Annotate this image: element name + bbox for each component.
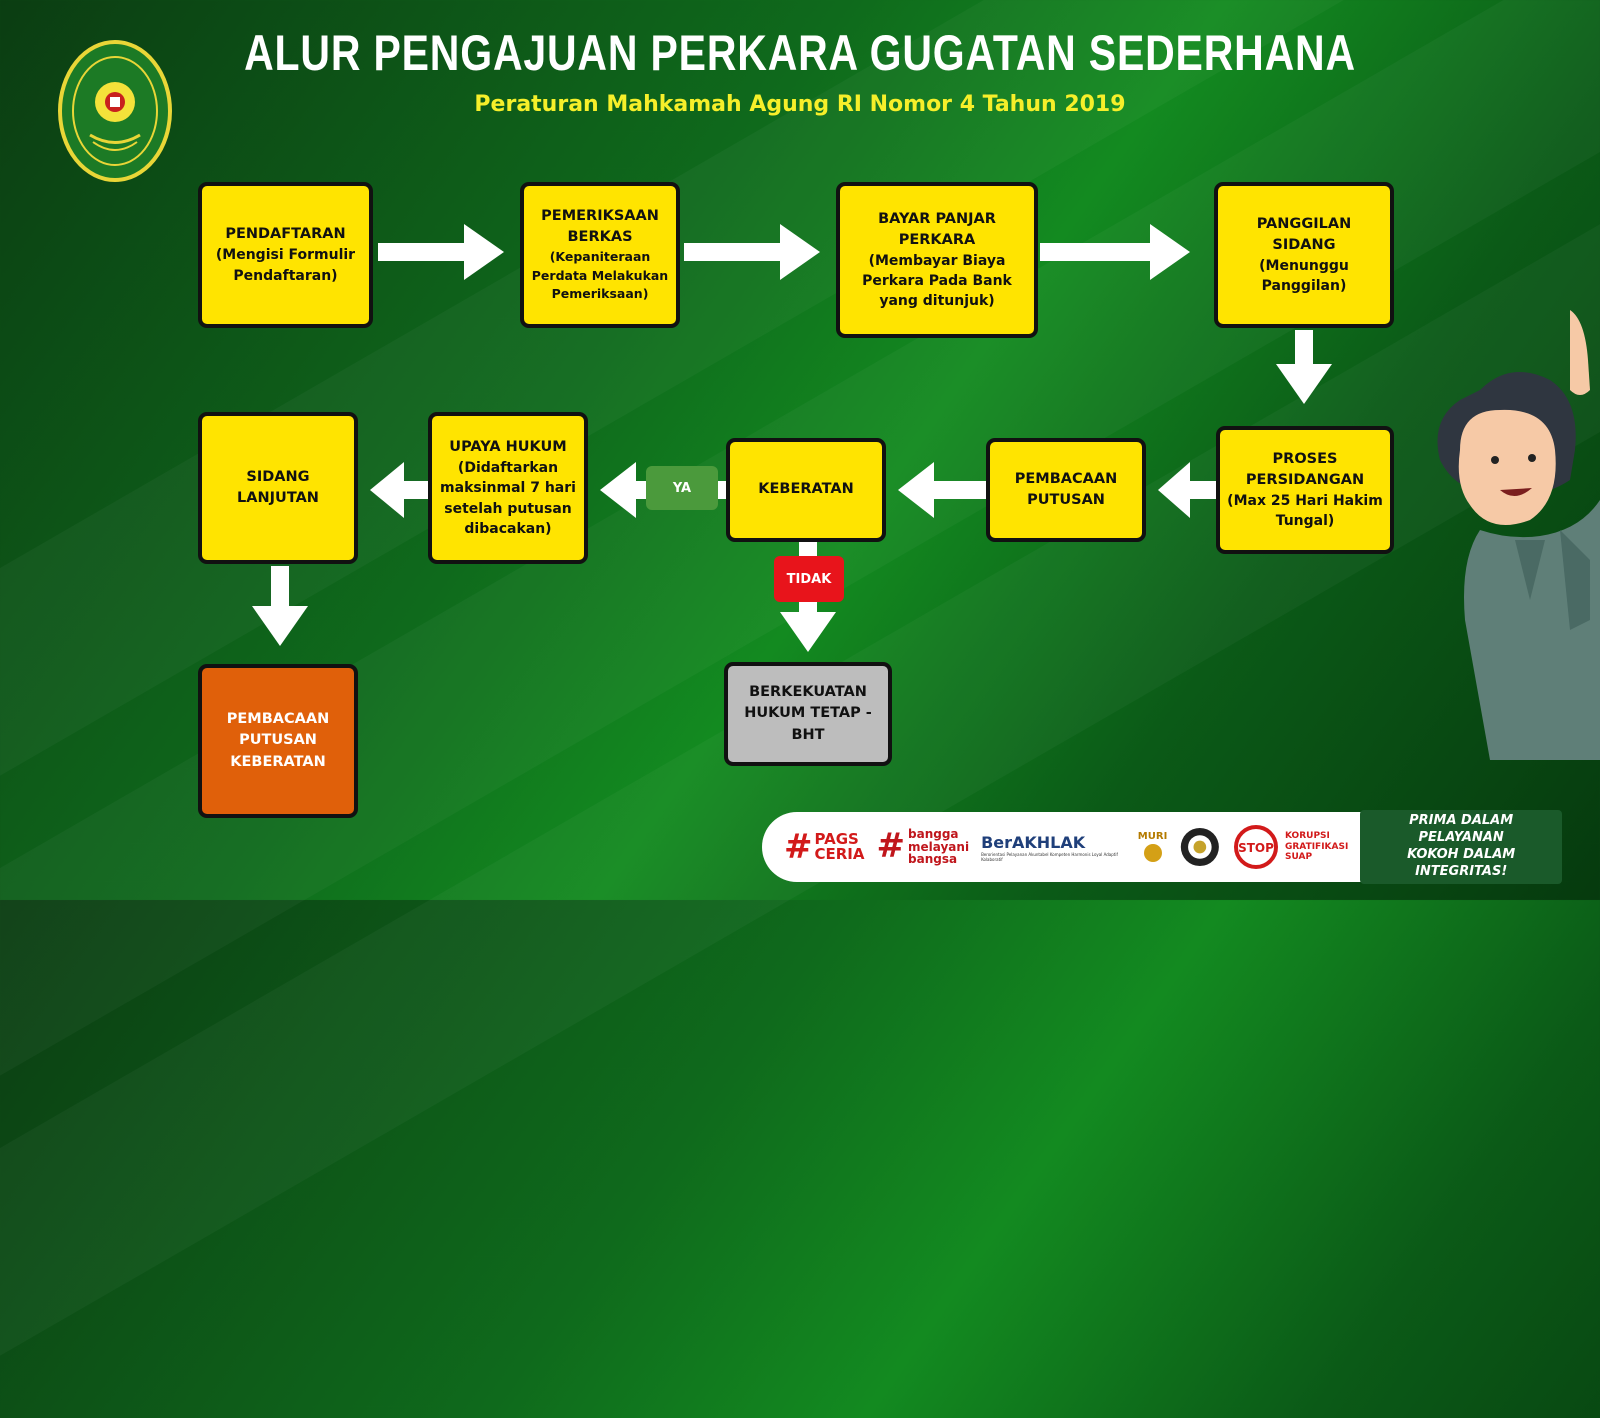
step-title: SIDANG LANJUTAN — [237, 468, 319, 506]
step-description: (Max 25 Hari Hakim Tungal) — [1227, 492, 1383, 530]
step-title: PEMBACAAN PUTUSAN KEBERATAN — [226, 711, 330, 770]
step-title: UPAYA HUKUM — [449, 438, 567, 455]
step-panggilan-sidang: PANGGILAN SIDANG (Menunggu Panggilan) — [1214, 182, 1394, 328]
arrow-down-icon — [252, 566, 308, 646]
person-illustration — [1437, 310, 1600, 760]
step-upaya-hukum: UPAYA HUKUM (Didaftarkan maksinmal 7 har… — [428, 412, 588, 564]
muri-logo: MURI — [1138, 831, 1167, 864]
page-subtitle: Peraturan Mahkamah Agung RI Nomor 4 Tahu… — [474, 92, 1126, 117]
court-logo — [58, 40, 172, 182]
slogan-banner: PRIMA DALAM PELAYANAN KOKOH DALAM INTEGR… — [1360, 810, 1562, 884]
step-title: PEMERIKSAAN BERKAS — [541, 207, 659, 245]
berakhlak-logo: BerAKHLAK Berorientasi Pelayanan Akuntab… — [981, 832, 1118, 862]
step-pembacaan-putusan: PEMBACAAN PUTUSAN — [986, 438, 1146, 542]
stop-korupsi-logo: STOP KORUPSI GRATIFIKASI SUAP — [1233, 824, 1348, 870]
step-description: (Didaftarkan maksinmal 7 hari setelah pu… — [440, 459, 576, 537]
step-title: PROSES PERSIDANGAN — [1245, 450, 1365, 488]
pags-ceria-logo: # PAGS CERIA — [784, 827, 865, 867]
step-title: PANGGILAN SIDANG — [1256, 215, 1352, 253]
step-proses-persidangan: PROSES PERSIDANGAN (Max 25 Hari Hakim Tu… — [1216, 426, 1394, 554]
step-pemeriksaan-berkas: PEMERIKSAAN BERKAS (Kepaniteraan Perdata… — [520, 182, 680, 328]
arrow-left-icon — [1158, 462, 1216, 518]
step-bayar-panjar: BAYAR PANJAR PERKARA (Membayar Biaya Per… — [836, 182, 1038, 338]
step-description: (Membayar Biaya Perkara Pada Bank yang d… — [862, 252, 1012, 310]
step-title: PENDAFTARAN — [225, 226, 346, 243]
step-pembacaan-putusan-keberatan: PEMBACAAN PUTUSAN KEBERATAN — [198, 664, 358, 818]
step-pendaftaran: PENDAFTARAN (Mengisi Formulir Pendaftara… — [198, 182, 373, 328]
step-sidang-lanjutan: SIDANG LANJUTAN — [198, 412, 358, 564]
arrow-right-icon — [378, 224, 504, 280]
decision-yes-label: YA — [646, 466, 718, 510]
step-title: BAYAR PANJAR PERKARA — [878, 210, 996, 248]
arrow-left-icon — [898, 462, 986, 518]
zi-badge-icon — [1181, 827, 1220, 867]
decision-no-label: TIDAK — [774, 556, 844, 602]
arrow-down-icon — [1276, 330, 1332, 404]
arrow-right-icon — [1040, 224, 1190, 280]
step-description: (Kepaniteraan Perdata Melakukan Pemeriks… — [531, 248, 669, 302]
step-keberatan: KEBERATAN — [726, 438, 886, 542]
footer-banner: # PAGS CERIA # bangga melayani bangsa Be… — [762, 810, 1562, 884]
page-title: ALUR PENGAJUAN PERKARA GUGATAN SEDERHANA — [244, 25, 1356, 81]
stop-icon: STOP — [1233, 825, 1278, 869]
step-description: (Menunggu Panggilan) — [1259, 257, 1349, 295]
medal-icon — [1143, 843, 1162, 862]
bangga-melayani-bangsa-logo: # bangga melayani bangsa — [876, 826, 970, 867]
step-bht: BERKEKUATAN HUKUM TETAP - BHT — [724, 662, 892, 766]
step-description: (Mengisi Formulir Pendaftaran) — [215, 247, 356, 284]
arrow-left-icon — [370, 462, 428, 518]
arrow-right-icon — [684, 224, 820, 280]
step-title: BERKEKUATAN HUKUM TETAP - BHT — [744, 684, 872, 743]
step-title: PEMBACAAN PUTUSAN — [1014, 470, 1118, 508]
svg-text:STOP: STOP — [1238, 841, 1274, 855]
step-title: KEBERATAN — [758, 481, 854, 498]
